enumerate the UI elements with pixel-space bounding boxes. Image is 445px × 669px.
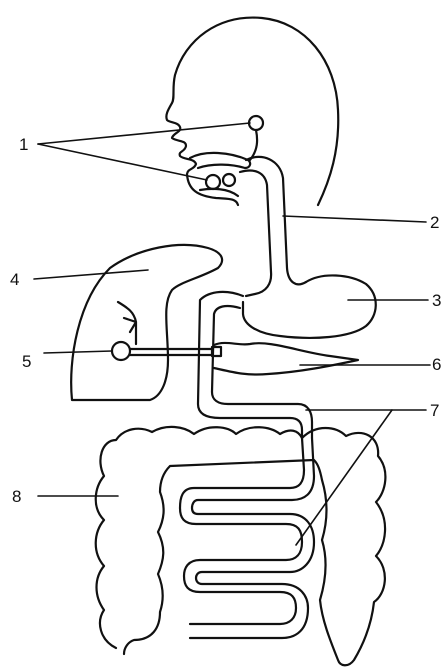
label-4: 4 bbox=[10, 270, 19, 289]
esophagus-outer bbox=[246, 157, 306, 284]
label-5: 5 bbox=[22, 352, 31, 371]
salivary-gland-upper bbox=[249, 116, 263, 130]
tongue-outline bbox=[190, 153, 250, 168]
small-intestine-outline bbox=[180, 438, 314, 638]
leader-1-upper bbox=[38, 123, 250, 144]
label-7: 7 bbox=[430, 401, 439, 420]
gallbladder-duct bbox=[118, 302, 136, 344]
label-1: 1 bbox=[19, 135, 28, 154]
label-2: 2 bbox=[430, 213, 439, 232]
gallbladder bbox=[112, 342, 130, 360]
leader-5 bbox=[44, 351, 112, 353]
salivary-duct bbox=[250, 130, 257, 160]
label-6: 6 bbox=[432, 355, 441, 374]
leader-7-lower bbox=[296, 410, 392, 545]
salivary-gland-lower-a bbox=[206, 175, 220, 189]
leader-2 bbox=[283, 216, 426, 222]
lower-jaw-outline bbox=[200, 189, 238, 196]
leader-1-lower bbox=[38, 144, 207, 180]
pancreas-outline bbox=[214, 343, 358, 375]
salivary-gland-lower-b bbox=[223, 174, 235, 186]
leader-4 bbox=[34, 270, 148, 279]
label-3: 3 bbox=[432, 291, 441, 310]
large-intestine-outline bbox=[96, 427, 386, 665]
label-8: 8 bbox=[12, 487, 21, 506]
stomach-outline bbox=[243, 275, 376, 337]
esophagus-inner bbox=[240, 171, 271, 296]
